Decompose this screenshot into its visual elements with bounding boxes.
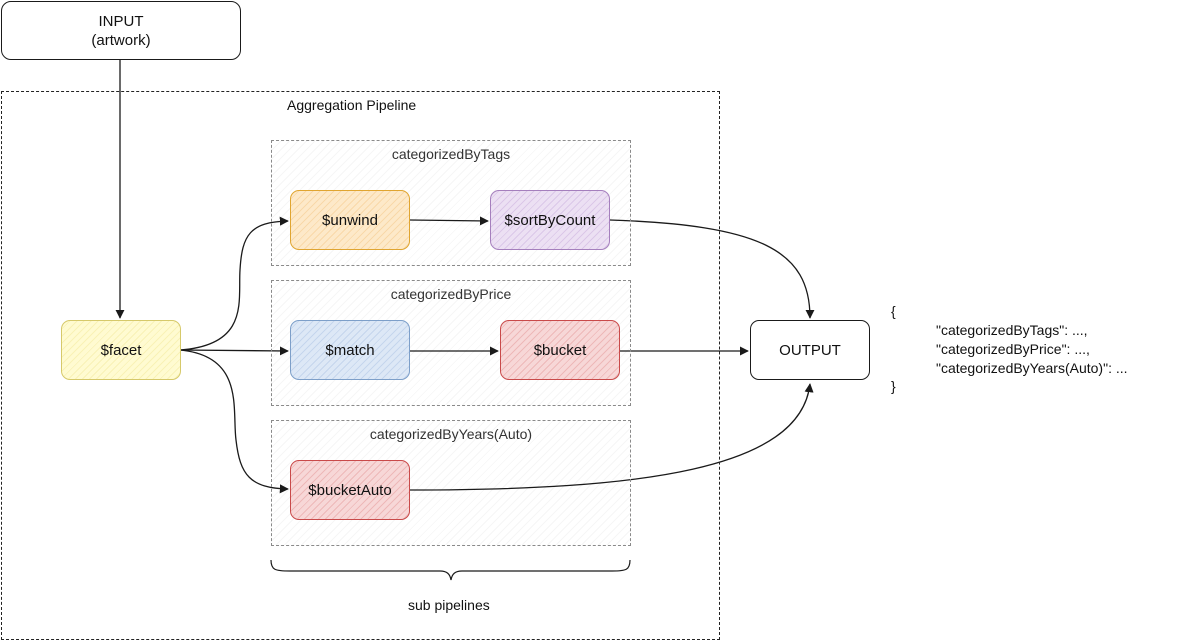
input-node-subtitle: (artwork) — [91, 31, 151, 49]
output-doc-line-price: "categorizedByPrice": ..., — [936, 341, 1090, 357]
edge-unwind-to-sortbycount — [409, 216, 489, 226]
output-doc-line-years: "categorizedByYears(Auto)": ... — [936, 360, 1128, 376]
edge-facet-to-bucketauto — [179, 349, 289, 494]
match-stage-node[interactable]: $match — [290, 320, 410, 380]
bucket-stage-node[interactable]: $bucket — [500, 320, 620, 380]
output-node-label: OUTPUT — [779, 341, 841, 359]
bucketauto-stage-label: $bucketAuto — [308, 481, 392, 499]
group-title-tags: categorizedByTags — [391, 146, 511, 162]
sortbycount-stage-label: $sortByCount — [504, 211, 596, 229]
group-title-price: categorizedByPrice — [390, 286, 512, 302]
sortbycount-stage-node[interactable]: $sortByCount — [490, 190, 610, 250]
aggregation-pipeline-title: Aggregation Pipeline — [287, 97, 417, 113]
group-title-years: categorizedByYears(Auto) — [369, 426, 533, 442]
edge-facet-to-unwind — [179, 216, 289, 351]
sub-pipelines-label: sub pipelines — [408, 597, 490, 613]
unwind-stage-label: $unwind — [322, 211, 378, 229]
facet-stage-node[interactable]: $facet — [61, 320, 181, 380]
output-node[interactable]: OUTPUT — [750, 320, 870, 380]
output-doc-open-brace: { — [891, 303, 896, 319]
bucketauto-stage-node[interactable]: $bucketAuto — [290, 460, 410, 520]
edge-facet-to-match — [179, 346, 289, 356]
sub-pipelines-brace — [270, 559, 631, 581]
output-doc-close-brace: } — [891, 378, 896, 394]
unwind-stage-node[interactable]: $unwind — [290, 190, 410, 250]
bucket-stage-label: $bucket — [533, 341, 587, 359]
match-stage-label: $match — [325, 341, 375, 359]
edge-sortbycount-to-output — [609, 219, 815, 319]
input-node-title: INPUT — [98, 12, 144, 30]
facet-stage-label: $facet — [100, 341, 142, 359]
aggregation-pipeline-frame — [1, 91, 720, 640]
output-doc-line-tags: "categorizedByTags": ..., — [936, 322, 1088, 338]
input-node[interactable]: INPUT (artwork) — [1, 1, 241, 60]
edge-bucketauto-to-output — [409, 383, 814, 491]
